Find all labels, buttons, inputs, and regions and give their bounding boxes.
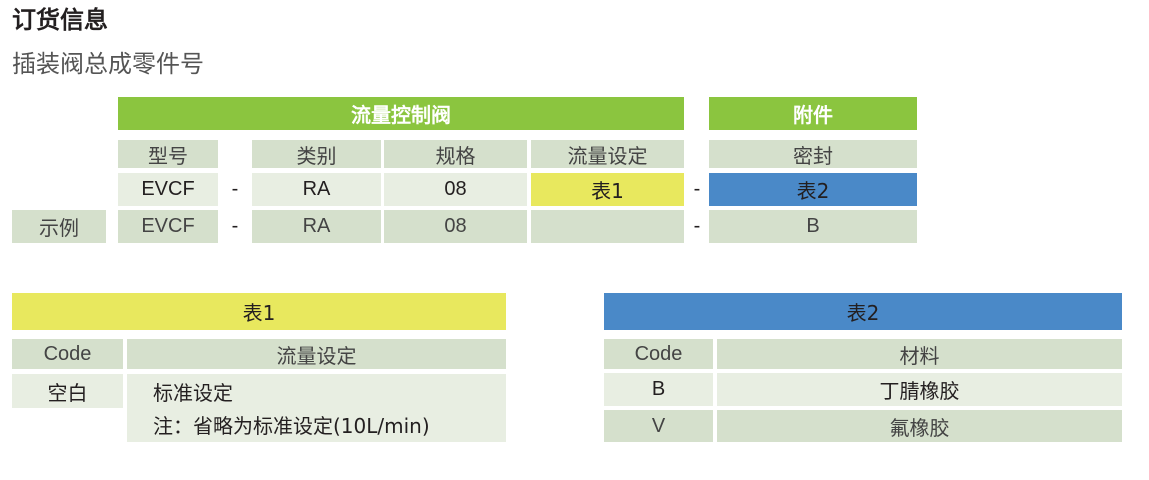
row1-flow-setting: 表1: [531, 173, 684, 206]
row1-seal: 表2: [709, 173, 917, 206]
header-size: 规格: [384, 140, 527, 168]
example-seal: B: [709, 210, 917, 243]
table2-code-v: V: [604, 410, 713, 442]
table2-code-b: B: [604, 373, 713, 406]
header-flow-setting: 流量设定: [531, 140, 684, 168]
table1-desc-line1: 标准设定: [153, 381, 233, 405]
group-accessory: 附件: [709, 97, 917, 130]
row1-dash: -: [231, 178, 239, 200]
example-label: 示例: [12, 210, 106, 243]
table2-title: 表2: [604, 293, 1122, 330]
example-dash: -: [231, 215, 239, 237]
header-seal: 密封: [709, 140, 917, 168]
example-dash-2: -: [693, 215, 701, 237]
table1-title: 表1: [12, 293, 506, 330]
table2-desc-b: 丁腈橡胶: [717, 373, 1122, 406]
table1-desc-line2: 注：省略为标准设定(10L/min): [153, 414, 430, 438]
row1-category: RA: [252, 173, 381, 206]
row1-dash-2: -: [693, 178, 701, 200]
example-category: RA: [252, 210, 381, 243]
table2-desc-v: 氟橡胶: [717, 410, 1122, 442]
page-subtitle: 插装阀总成零件号: [12, 50, 204, 78]
example-flow-setting: [531, 210, 684, 243]
header-category: 类别: [252, 140, 381, 168]
table1-code-header: Code: [12, 339, 123, 369]
example-size: 08: [384, 210, 527, 243]
table1-code: 空白: [12, 374, 123, 408]
row1-size: 08: [384, 173, 527, 206]
row1-model: EVCF: [118, 173, 218, 206]
example-model: EVCF: [118, 210, 218, 243]
page-title: 订货信息: [12, 6, 108, 34]
table2-code-header: Code: [604, 339, 713, 369]
table2-desc-header: 材料: [717, 339, 1122, 369]
group-flow-control-valve: 流量控制阀: [118, 97, 684, 130]
table1-desc-header: 流量设定: [127, 339, 506, 369]
header-model: 型号: [118, 140, 218, 168]
